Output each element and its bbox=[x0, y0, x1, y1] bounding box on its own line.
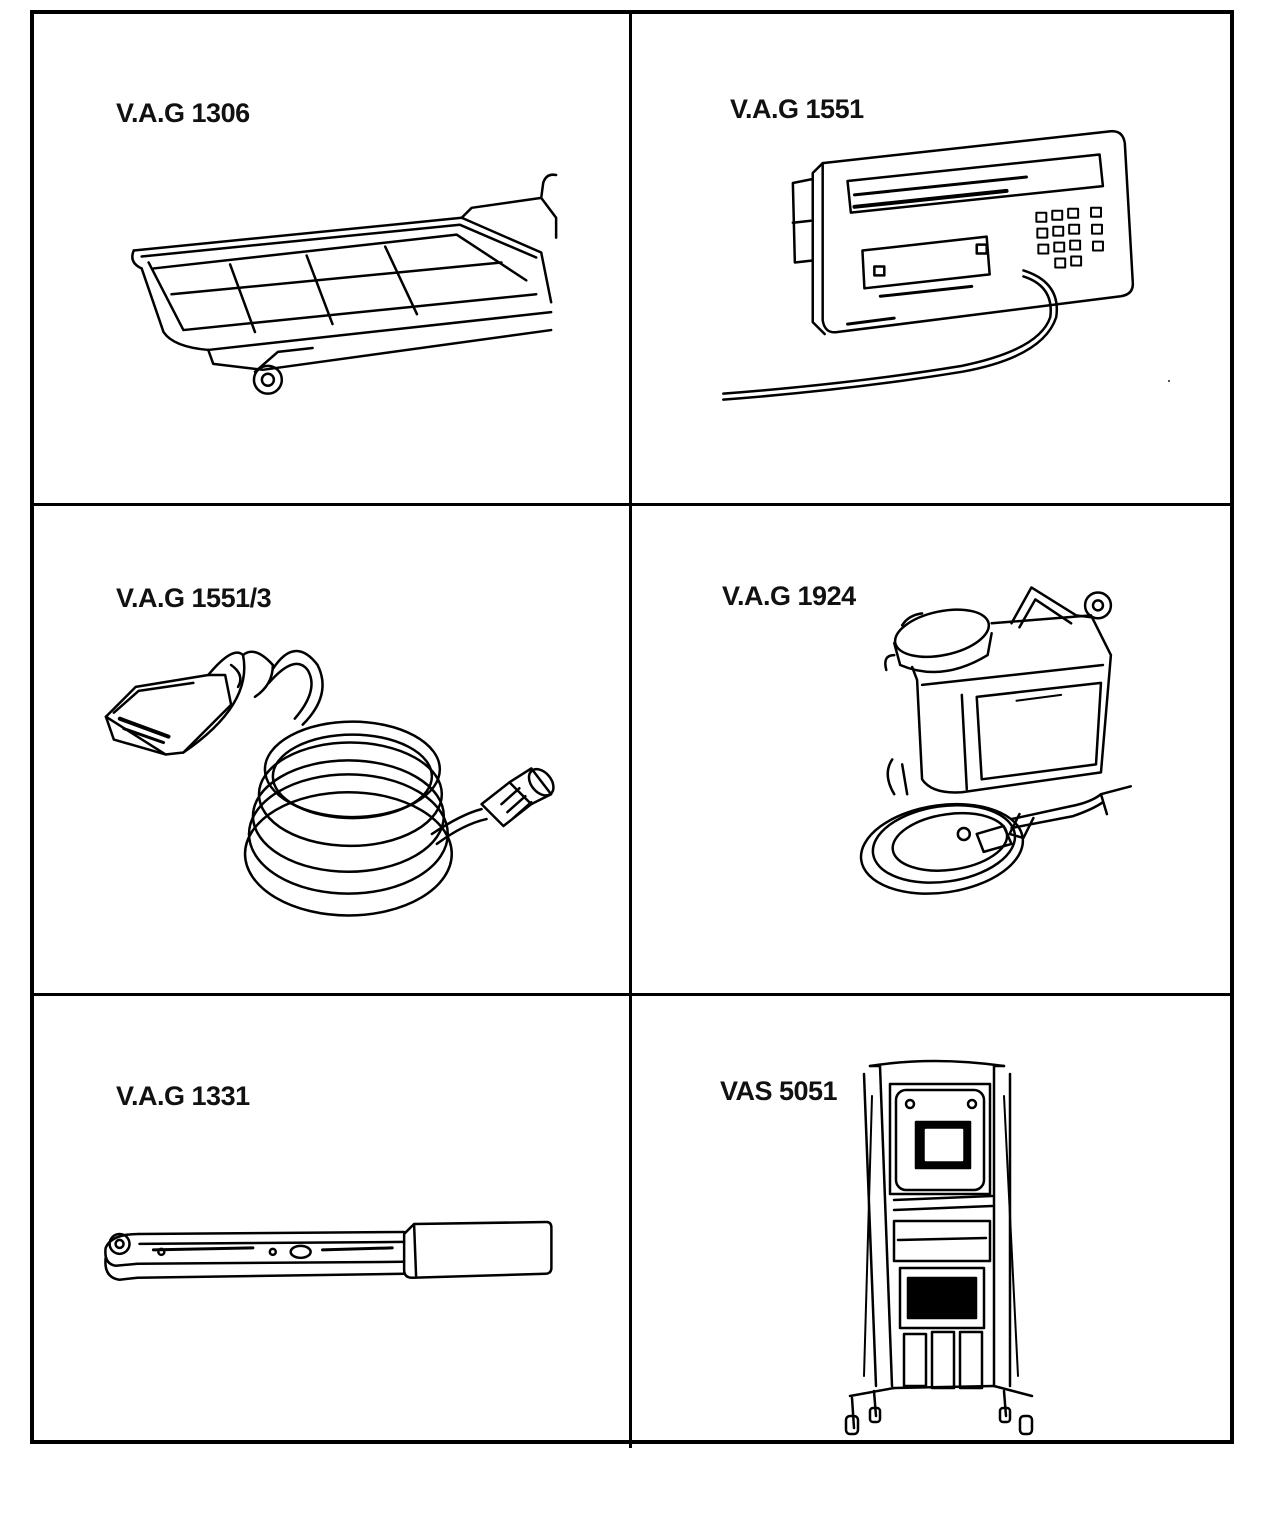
tool-cell-vag-1551: V.A.G 1551 bbox=[632, 14, 1234, 506]
adapter-cable-icon bbox=[34, 506, 629, 993]
bleeder-canister-icon bbox=[632, 506, 1234, 993]
diagnostic-tester-icon bbox=[632, 14, 1234, 503]
tool-label-vas-5051: VAS 5051 bbox=[720, 1076, 838, 1106]
vas-diagnostic-unit-icon bbox=[632, 996, 1234, 1448]
tool-cell-vag-1306: V.A.G 1306 bbox=[34, 14, 632, 506]
tool-cell-vag-1551-3: V.A.G 1551/3 bbox=[34, 506, 632, 996]
scan-speck bbox=[1168, 380, 1170, 382]
tool-cell-vag-1924: V.A.G 1924 bbox=[632, 506, 1234, 996]
tool-cell-vag-1331: V.A.G 1331 bbox=[34, 996, 632, 1448]
drip-tray-icon bbox=[34, 14, 629, 503]
tool-label-vag-1331: V.A.G 1331 bbox=[116, 1081, 250, 1111]
special-tools-sheet: V.A.G 1306 V.A.G 1551 bbox=[30, 10, 1234, 1448]
tool-label-vag-1551: V.A.G 1551 bbox=[730, 94, 864, 124]
torque-wrench-icon bbox=[34, 996, 629, 1448]
tool-label-vag-1306: V.A.G 1306 bbox=[116, 98, 250, 128]
tool-cell-vas-5051: VAS 5051 bbox=[632, 996, 1234, 1448]
tool-label-vag-1924: V.A.G 1924 bbox=[722, 581, 856, 611]
tool-label-vag-1551-3: V.A.G 1551/3 bbox=[116, 583, 272, 613]
